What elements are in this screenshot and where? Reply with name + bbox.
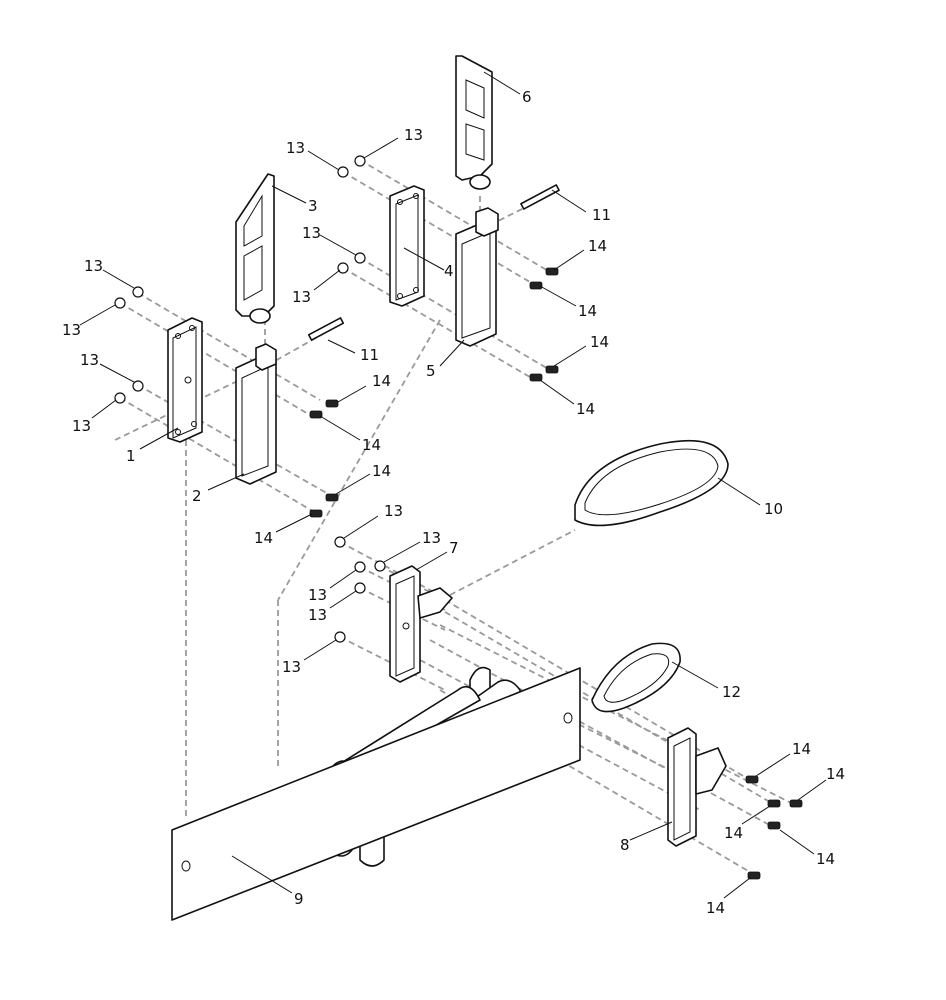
callout-14: 14 xyxy=(588,237,607,255)
callout-14: 14 xyxy=(576,400,595,418)
callout-14: 14 xyxy=(254,529,273,547)
nuts-part-13 xyxy=(114,155,386,643)
callout-13: 13 xyxy=(422,529,441,547)
bracket-part-7 xyxy=(389,565,453,683)
callout-13: 13 xyxy=(72,417,91,435)
callout-14: 14 xyxy=(724,824,743,842)
callout-14: 14 xyxy=(372,372,391,390)
callout-7: 7 xyxy=(449,539,459,557)
callout-11-lower: 11 xyxy=(360,346,379,364)
leader-lines xyxy=(79,71,827,899)
callout-13: 13 xyxy=(80,351,99,369)
callout-8: 8 xyxy=(620,836,630,854)
callout-13: 13 xyxy=(302,224,321,242)
callout-14: 14 xyxy=(816,850,835,868)
callout-14: 14 xyxy=(792,740,811,758)
callout-11-upper: 11 xyxy=(592,206,611,224)
callout-4: 4 xyxy=(444,262,454,280)
bracket-part-1 xyxy=(167,317,203,443)
callout-14: 14 xyxy=(578,302,597,320)
callout-12: 12 xyxy=(722,683,741,701)
panel-part-9 xyxy=(171,666,581,921)
callout-14: 14 xyxy=(372,462,391,480)
callout-14: 14 xyxy=(826,765,845,783)
hinge-part-2 xyxy=(235,343,277,485)
callout-13: 13 xyxy=(384,502,403,520)
callout-14: 14 xyxy=(590,333,609,351)
door-part-6 xyxy=(455,55,493,190)
bracket-part-8 xyxy=(667,727,727,847)
callout-13: 13 xyxy=(308,606,327,624)
callout-5: 5 xyxy=(426,362,436,380)
callout-13: 13 xyxy=(62,321,81,339)
callout-14: 14 xyxy=(706,899,725,917)
callout-13: 13 xyxy=(404,126,423,144)
callout-1: 1 xyxy=(126,447,136,465)
callout-13: 13 xyxy=(84,257,103,275)
hinge-part-5 xyxy=(455,207,499,347)
callout-6: 6 xyxy=(522,88,532,106)
callout-13: 13 xyxy=(286,139,305,157)
door-part-3 xyxy=(235,173,275,324)
band-part-10 xyxy=(574,439,729,527)
handle-part-12 xyxy=(591,642,681,713)
callout-3: 3 xyxy=(308,197,318,215)
plate-part-4 xyxy=(389,185,425,307)
callout-13: 13 xyxy=(308,586,327,604)
callout-labels: 1 2 3 4 5 6 7 8 9 10 11 11 12 13 13 13 1… xyxy=(62,88,845,917)
callout-10: 10 xyxy=(764,500,783,518)
callout-13: 13 xyxy=(292,288,311,306)
callout-13: 13 xyxy=(282,658,301,676)
callout-9: 9 xyxy=(294,890,304,908)
callout-14: 14 xyxy=(362,436,381,454)
callout-2: 2 xyxy=(192,487,202,505)
pins-part-11 xyxy=(307,184,560,341)
